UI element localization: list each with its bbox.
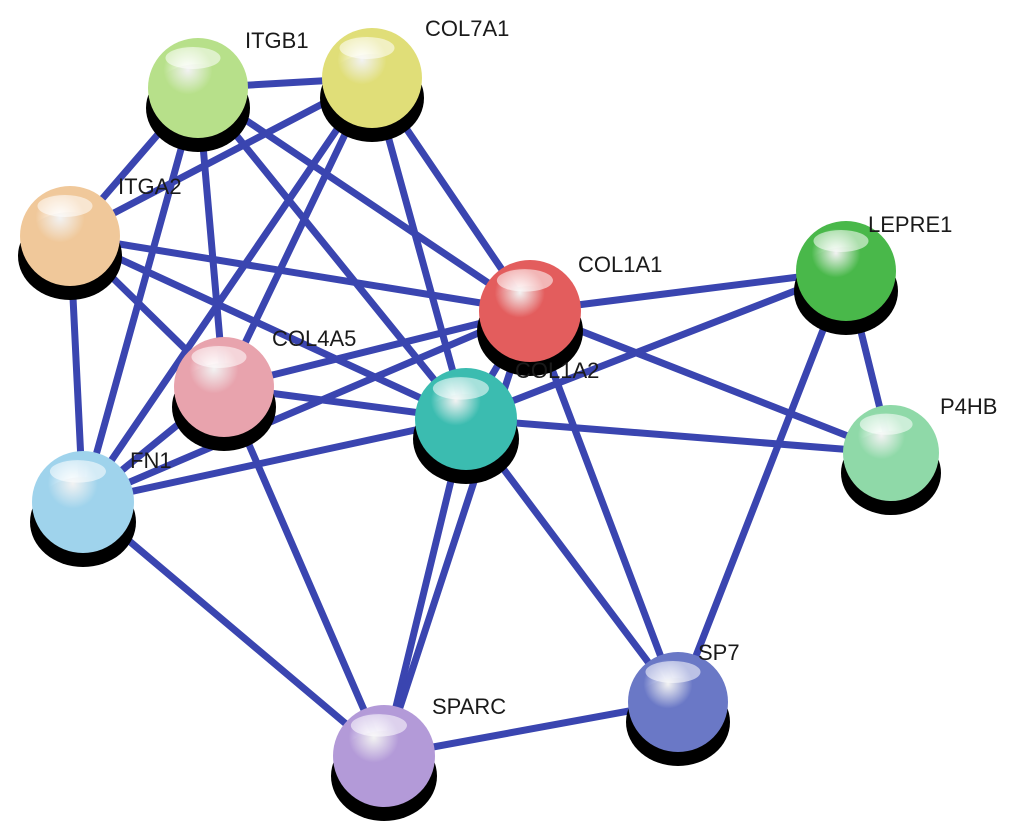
node-highlight [37, 195, 93, 217]
edge-col7a1-fn1 [79, 74, 376, 506]
edge-col1a2-p4hb [462, 415, 895, 457]
node-sp7[interactable] [626, 652, 730, 766]
node-itgb1[interactable] [146, 38, 250, 152]
node-label-itga2: ITGA2 [118, 174, 182, 199]
edge-itgb1-fn1 [79, 84, 202, 506]
node-fn1[interactable] [30, 451, 136, 567]
edge-lepre1-col1a2 [462, 267, 850, 423]
node-col7a1[interactable] [320, 28, 424, 142]
node-itga2[interactable] [18, 186, 122, 300]
edge-col1a1-sparc [380, 307, 534, 760]
node-highlight [339, 37, 395, 59]
node-label-fn1: FN1 [130, 448, 172, 473]
node-label-p4hb: P4HB [940, 394, 997, 419]
node-label-col1a1: COL1A1 [578, 252, 662, 277]
edge-col1a1-fn1 [79, 307, 534, 506]
node-p4hb[interactable] [841, 405, 941, 515]
node-highlight [645, 661, 701, 683]
node-label-col7a1: COL7A1 [425, 16, 509, 41]
edge-col1a1-p4hb [526, 307, 895, 457]
node-highlight [191, 346, 247, 368]
edge-col1a1-sp7 [526, 307, 682, 706]
nodes-layer [18, 28, 941, 821]
edge-col1a2-fn1 [79, 415, 470, 506]
edge-itga2-col1a2 [66, 232, 470, 423]
edge-col4a5-sparc [220, 383, 388, 760]
edge-col1a1-lepre1 [526, 267, 850, 315]
node-label-sp7: SP7 [698, 640, 740, 665]
node-highlight [859, 413, 913, 435]
node-highlight [432, 377, 489, 400]
edge-itgb1-col1a1 [194, 84, 534, 315]
node-highlight [49, 460, 106, 483]
edge-lepre1-sp7 [674, 267, 850, 706]
node-col1a1[interactable] [477, 260, 583, 376]
node-label-col4a5: COL4A5 [272, 326, 356, 351]
node-highlight [350, 714, 407, 737]
node-label-lepre1: LEPRE1 [868, 212, 952, 237]
node-col1a2[interactable] [413, 368, 519, 484]
node-col4a5[interactable] [172, 337, 276, 451]
node-highlight [165, 47, 221, 69]
node-sparc[interactable] [331, 705, 437, 821]
node-label-sparc: SPARC [432, 694, 506, 719]
edge-fn1-sparc [79, 498, 388, 760]
node-label-itgb1: ITGB1 [245, 28, 309, 53]
node-highlight [813, 230, 869, 252]
edge-itga2-col1a1 [66, 232, 534, 315]
node-highlight [496, 269, 553, 292]
node-label-col1a2: COL1A2 [515, 358, 599, 383]
node-lepre1[interactable] [794, 221, 898, 335]
